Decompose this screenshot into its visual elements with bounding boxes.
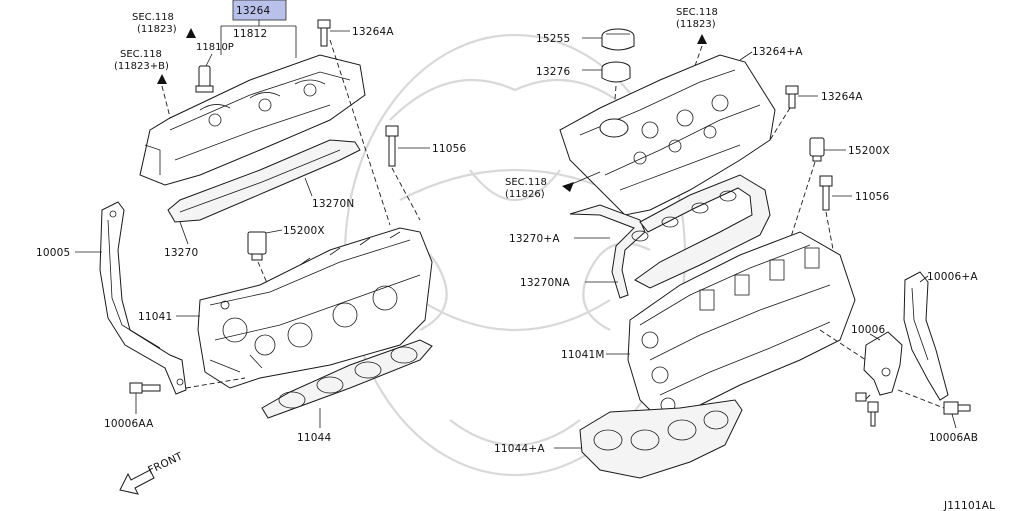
label-sec118-b-line2[interactable]: (11823+B) xyxy=(114,61,169,72)
rocker-cover-left[interactable] xyxy=(139,54,366,186)
bolt-10006AA xyxy=(129,382,161,394)
label-15255[interactable]: 15255 xyxy=(536,33,570,45)
dash-15200X-right xyxy=(789,161,816,241)
label-13270plusA[interactable]: 13270+A xyxy=(509,233,560,245)
bolt-13264A-right xyxy=(785,85,799,109)
label-11041M[interactable]: 11041M xyxy=(561,349,605,361)
label-13270NA[interactable]: 13270NA xyxy=(520,277,570,289)
dash-11056-left xyxy=(391,167,421,221)
label-11812[interactable]: 11812 xyxy=(233,28,267,40)
arrow-up-icon xyxy=(697,34,707,44)
label-sec118-a-line1[interactable]: SEC.118 xyxy=(132,12,174,23)
dash-sec118-c xyxy=(689,45,703,81)
dash-10006 xyxy=(819,329,867,361)
label-13264plusA[interactable]: 13264+A xyxy=(752,46,803,58)
bracket-10005[interactable] xyxy=(99,201,187,395)
label-sec118-d-line1[interactable]: SEC.118 xyxy=(505,177,547,188)
lead-13264plusA xyxy=(739,51,753,61)
label-sec118-d-line2[interactable]: (11826) xyxy=(505,189,545,200)
seal-13276[interactable] xyxy=(601,61,631,83)
cylinder-head-left[interactable] xyxy=(197,227,433,389)
bolt-11056-left xyxy=(385,125,399,167)
label-front: FRONT xyxy=(146,450,185,477)
label-13264A-right[interactable]: 13264A xyxy=(821,91,863,103)
bolt-11056-right xyxy=(819,175,833,211)
arrow-up-icon xyxy=(157,74,167,84)
label-11044plusA[interactable]: 11044+A xyxy=(494,443,545,455)
label-10006AA[interactable]: 10006AA xyxy=(104,418,154,430)
label-sec118-b-line1[interactable]: SEC.118 xyxy=(120,49,162,60)
lead-10006AB xyxy=(951,413,957,429)
dash-13276 xyxy=(613,85,617,113)
bolt-13264A-left xyxy=(317,19,331,47)
gasket-13270plusA[interactable] xyxy=(569,204,646,299)
arrow-up-icon xyxy=(186,28,196,38)
lead-sec118-d xyxy=(571,171,601,185)
sensor-11810P xyxy=(195,65,214,93)
diagram-id: J11101AL xyxy=(943,500,995,511)
label-10005[interactable]: 10005 xyxy=(36,247,70,259)
label-13276[interactable]: 13276 xyxy=(536,66,571,78)
part-13264-highlight[interactable] xyxy=(232,0,287,21)
label-sec118-c-line2[interactable]: (11823) xyxy=(676,19,716,30)
label-sec118-a-line2[interactable]: (11823) xyxy=(137,24,177,35)
dash-10006AB xyxy=(897,389,945,409)
dash-10006AA xyxy=(185,377,246,389)
bolt-10006AB xyxy=(943,401,971,415)
arrow-left-icon xyxy=(562,182,574,192)
oil-cap-15255[interactable] xyxy=(601,28,635,51)
label-11810P[interactable]: 11810P xyxy=(196,42,234,53)
bracket-10006[interactable] xyxy=(863,331,903,396)
front-arrow-icon xyxy=(119,469,155,495)
lead-10006plusA xyxy=(919,275,929,283)
head-gasket-11044[interactable] xyxy=(261,339,433,419)
label-10006[interactable]: 10006 xyxy=(851,324,886,336)
label-10006AB[interactable]: 10006AB xyxy=(929,432,978,444)
label-10006plusA[interactable]: 10006+A xyxy=(927,271,978,283)
cylinder-head-right[interactable] xyxy=(627,231,856,421)
gasket-13270NA[interactable] xyxy=(631,174,771,289)
bracket-13264 xyxy=(220,20,297,58)
label-13264A-left[interactable]: 13264A xyxy=(352,26,394,38)
plug-15200X-right xyxy=(809,137,825,162)
label-11044[interactable]: 11044 xyxy=(297,432,332,444)
plug-15200X-left xyxy=(247,231,267,261)
bracket-10006plusA[interactable] xyxy=(903,271,949,401)
bolt-10006-lower xyxy=(855,392,879,427)
dash-13264A-left xyxy=(329,39,391,226)
label-13270[interactable]: 13270 xyxy=(164,247,198,259)
label-11041[interactable]: 11041 xyxy=(138,311,172,323)
lead-13270 xyxy=(179,221,189,245)
label-13270N[interactable]: 13270N xyxy=(312,198,354,210)
label-11056-left[interactable]: 11056 xyxy=(432,143,467,155)
label-13264[interactable]: 13264 xyxy=(236,5,271,17)
dash-10006-bolt xyxy=(864,394,871,401)
dash-13264A-right xyxy=(769,107,791,141)
label-15200X-right[interactable]: 15200X xyxy=(848,145,890,157)
label-15200X-left[interactable]: 15200X xyxy=(283,225,325,237)
label-sec118-c-line1[interactable]: SEC.118 xyxy=(676,7,718,18)
rocker-cover-right[interactable] xyxy=(559,54,776,216)
head-gasket-11044plusA[interactable] xyxy=(579,399,743,479)
lead-15200X-left xyxy=(265,229,283,234)
label-11056-right[interactable]: 11056 xyxy=(855,191,890,203)
lead-10006 xyxy=(869,333,881,341)
gasket-13270[interactable] xyxy=(167,139,361,223)
lead-13270N xyxy=(304,177,313,197)
